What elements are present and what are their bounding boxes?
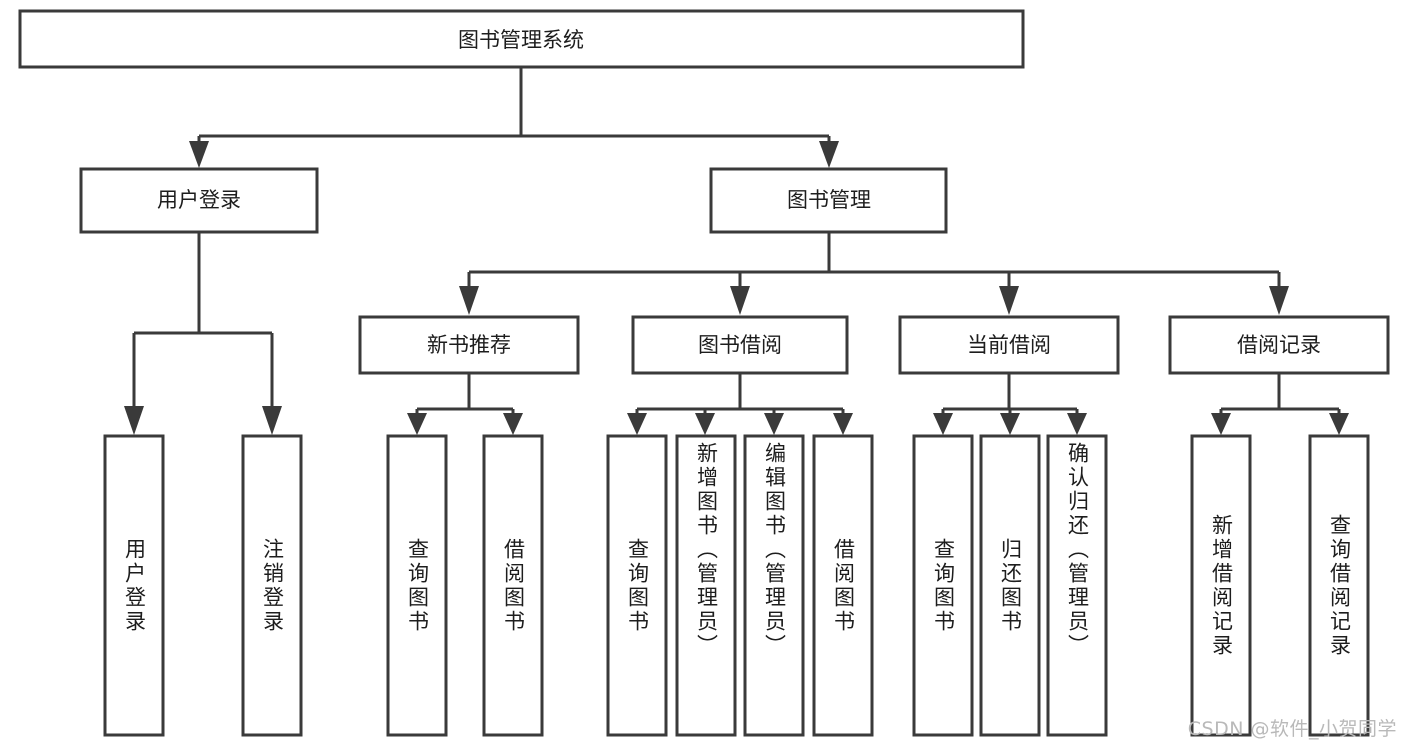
node-new-book-box[interactable] [358,315,580,375]
arrowhead-leaf-user-login-2 [262,406,282,435]
arrowhead-leaf-book-borrow-1 [627,413,647,435]
node-book-manage-label: 图书管理 [787,188,871,212]
arrowhead-user-login [189,141,209,168]
arrowhead-book-manage [819,141,839,168]
arrowhead-leaf-new-book-2 [503,413,523,435]
leaf-box-user-login-2[interactable] [241,434,303,737]
leaf-box-current-borrow-2[interactable] [979,434,1041,737]
node-current-borrow-box[interactable] [898,315,1120,375]
node-user-login-label: 用户登录 [157,188,241,212]
arrowhead-book-borrow [730,286,750,315]
arrowhead-new-book [459,286,479,315]
node-root-box[interactable] [18,9,1025,69]
arrowhead-borrow-record [1269,286,1289,315]
node-new-book-label: 新书推荐 [427,333,511,357]
node-current-borrow-label: 当前借阅 [967,333,1051,357]
leaf-box-book-borrow-2[interactable] [675,434,737,737]
leaf-box-new-book-1[interactable] [386,434,448,737]
node-book-borrow-label: 图书借阅 [698,333,782,357]
csdn-watermark: CSDN @软件_小贺同学 [1187,718,1397,740]
arrowhead-current-borrow [999,286,1019,315]
node-root-label: 图书管理系统 [458,28,584,52]
arrowhead-leaf-user-login-1 [124,406,144,435]
leaf-box-current-borrow-1[interactable] [912,434,974,737]
node-book-borrow-box[interactable] [631,315,849,375]
arrowhead-leaf-book-borrow-3 [764,413,784,435]
leaf-box-borrow-record-1[interactable] [1190,434,1252,737]
arrowhead-leaf-current-borrow-1 [933,413,953,435]
arrowhead-leaf-current-borrow-2 [1000,413,1020,435]
arrowhead-leaf-book-borrow-4 [833,413,853,435]
node-book-manage-box[interactable] [709,167,948,234]
leaf-box-current-borrow-3[interactable] [1046,434,1108,737]
arrowhead-leaf-borrow-record-1 [1211,413,1231,435]
arrowhead-leaf-current-borrow-3 [1067,413,1087,435]
node-borrow-record-label: 借阅记录 [1237,333,1321,357]
leaf-box-book-borrow-1[interactable] [606,434,668,737]
arrowhead-leaf-borrow-record-2 [1329,413,1349,435]
arrowhead-leaf-book-borrow-2 [695,413,715,435]
leaf-box-book-borrow-4[interactable] [812,434,874,737]
leaf-box-new-book-2[interactable] [482,434,544,737]
leaf-box-book-borrow-3[interactable] [743,434,805,737]
arrowhead-leaf-new-book-1 [407,413,427,435]
node-borrow-record-box[interactable] [1168,315,1390,375]
leaf-box-user-login-1[interactable] [103,434,165,737]
leaf-box-borrow-record-2[interactable] [1308,434,1370,737]
